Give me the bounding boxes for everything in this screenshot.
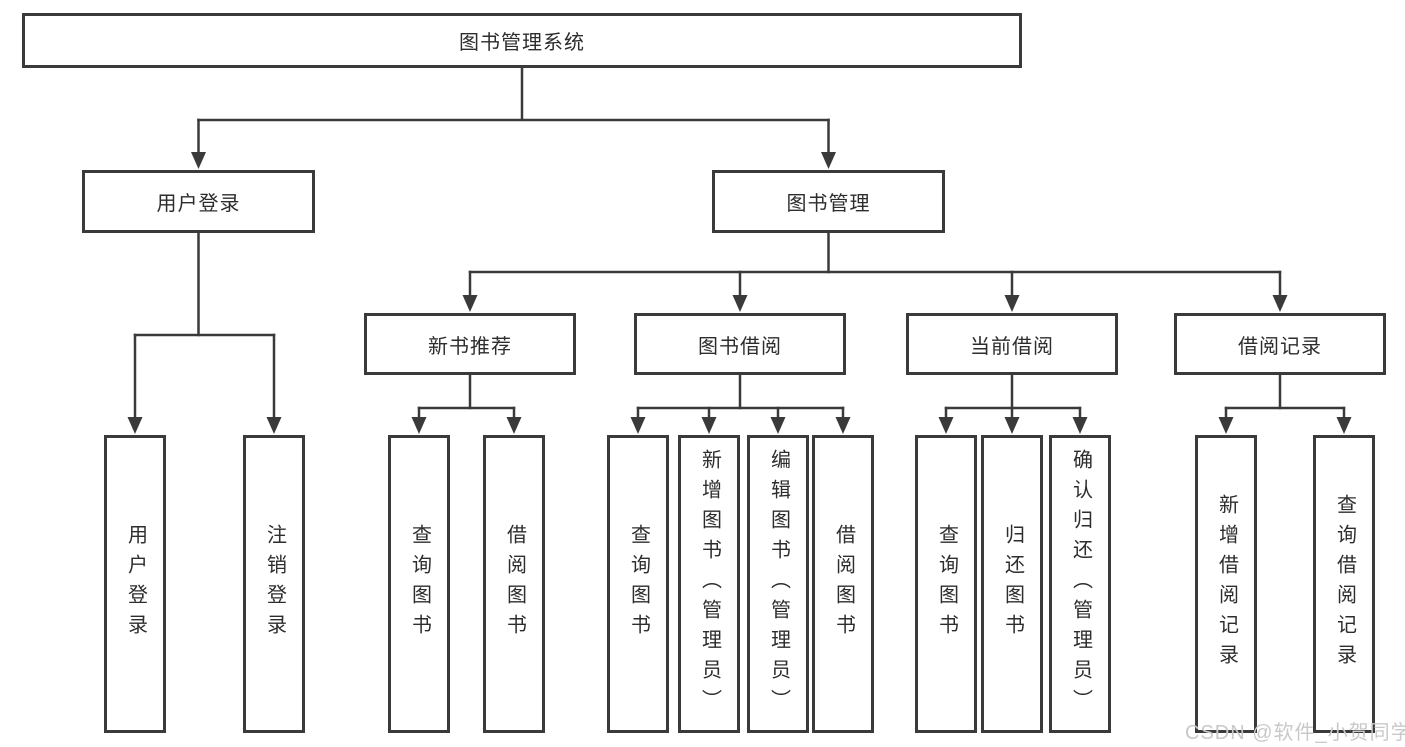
leaf-query-books-current: 查询图书 bbox=[915, 435, 977, 733]
leaf-borrow-books-borrowing: 借阅图书 bbox=[812, 435, 874, 733]
node-label: 用户登录 bbox=[124, 524, 147, 644]
leaf-logout: 注销登录 bbox=[243, 435, 305, 733]
leaf-query-books-recommend: 查询图书 bbox=[388, 435, 450, 733]
leaf-return-books: 归还图书 bbox=[981, 435, 1043, 733]
node-book-borrowing: 图书借阅 bbox=[634, 313, 846, 375]
node-borrowing-records: 借阅记录 bbox=[1174, 313, 1386, 375]
leaf-user-login: 用户登录 bbox=[104, 435, 166, 733]
node-label: 图书管理系统 bbox=[459, 32, 585, 54]
node-label: 注销登录 bbox=[263, 524, 286, 644]
node-label: 图书管理 bbox=[786, 193, 871, 215]
leaf-query-books-borrowing: 查询图书 bbox=[607, 435, 669, 733]
node-label: 借阅图书 bbox=[503, 524, 526, 644]
node-new-book-recommend: 新书推荐 bbox=[364, 313, 576, 375]
node-label: 借阅图书 bbox=[832, 524, 855, 644]
node-label: 确认归还（管理员） bbox=[1069, 449, 1092, 719]
leaf-borrow-books-recommend: 借阅图书 bbox=[483, 435, 545, 733]
node-label: 新书推荐 bbox=[428, 335, 512, 358]
node-user-login: 用户登录 bbox=[82, 170, 315, 233]
leaf-confirm-return-admin: 确认归还（管理员） bbox=[1049, 435, 1111, 733]
node-label: 查询图书 bbox=[408, 524, 431, 644]
node-label: 查询图书 bbox=[935, 524, 958, 644]
node-label: 新增图书（管理员） bbox=[698, 449, 721, 719]
node-current-borrowing: 当前借阅 bbox=[906, 313, 1118, 375]
node-label: 借阅记录 bbox=[1238, 335, 1322, 358]
leaf-query-borrow-record: 查询借阅记录 bbox=[1313, 435, 1375, 733]
node-root: 图书管理系统 bbox=[22, 13, 1022, 68]
leaf-add-books-admin: 新增图书（管理员） bbox=[678, 435, 740, 733]
node-label: 新增借阅记录 bbox=[1215, 494, 1238, 674]
node-label: 图书借阅 bbox=[698, 335, 782, 358]
leaf-add-borrow-record: 新增借阅记录 bbox=[1195, 435, 1257, 733]
csdn-watermark: CSDN @软件_小贺同学 bbox=[1185, 722, 1405, 744]
node-label: 编辑图书（管理员） bbox=[767, 449, 790, 719]
node-book-management: 图书管理 bbox=[712, 170, 945, 233]
node-label: 用户登录 bbox=[156, 193, 241, 215]
node-label: 查询图书 bbox=[627, 524, 650, 644]
node-label: 归还图书 bbox=[1001, 524, 1024, 644]
node-label: 查询借阅记录 bbox=[1333, 494, 1356, 674]
node-label: 当前借阅 bbox=[970, 335, 1054, 358]
leaf-edit-books-admin: 编辑图书（管理员） bbox=[747, 435, 809, 733]
